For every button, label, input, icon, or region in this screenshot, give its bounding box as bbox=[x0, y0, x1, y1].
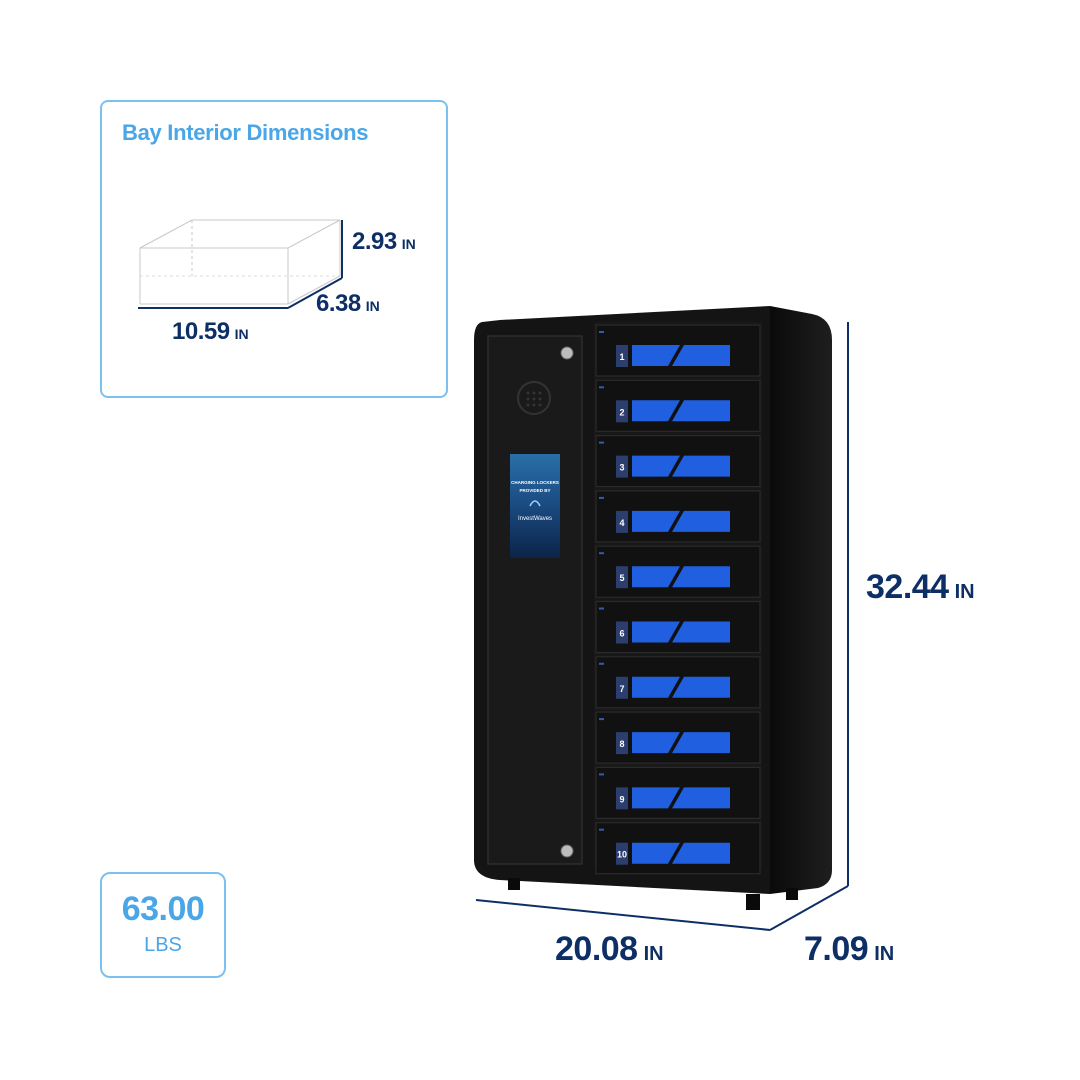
overall-dimension-lines bbox=[475, 322, 849, 931]
bay-door bbox=[595, 656, 761, 709]
overall-height-unit: IN bbox=[954, 581, 975, 603]
bay-number-badge bbox=[616, 345, 628, 367]
bay-number-badge bbox=[616, 787, 628, 810]
bay-light-strip-right bbox=[672, 621, 730, 643]
bay-number-label: 4 bbox=[619, 518, 624, 528]
bay-indicator-icon bbox=[599, 718, 604, 721]
foot-front-left bbox=[508, 878, 520, 890]
bay-light-strip-left bbox=[632, 345, 680, 366]
bay-light-strip-left bbox=[632, 842, 680, 864]
bay-number-label: 5 bbox=[619, 573, 624, 583]
bay-light-strip-left bbox=[632, 566, 680, 588]
weight-panel: 63.00 LBS bbox=[100, 872, 226, 978]
bay-light-strip-left bbox=[632, 787, 680, 809]
bay-number-badge bbox=[616, 842, 628, 865]
bay-width-value: 10.59 bbox=[172, 318, 230, 345]
lock-bottom-icon bbox=[560, 844, 574, 858]
bay-number-label: 10 bbox=[617, 850, 627, 860]
bay-light-strip-left bbox=[632, 455, 680, 477]
bay-doors: 1 2 3 4 5 6 7 8 9 10 bbox=[595, 324, 761, 875]
bay-width-unit: IN bbox=[234, 326, 249, 342]
overall-height-value: 32.44 bbox=[866, 568, 949, 606]
foot-front-right bbox=[746, 894, 760, 910]
bay-height-value: 2.93 bbox=[352, 228, 397, 255]
bay-light-strip-left bbox=[632, 621, 680, 643]
bay-light-strip-left bbox=[632, 732, 680, 754]
bay-light-strip-left bbox=[632, 510, 680, 532]
bay-light-strip-left bbox=[632, 676, 680, 698]
bay-indicator-icon bbox=[599, 386, 604, 389]
bay-light-strip-right bbox=[672, 566, 730, 588]
bay-light-strip-right bbox=[672, 732, 730, 754]
bay-title: Bay Interior Dimensions bbox=[122, 120, 369, 145]
overall-width-value: 20.08 bbox=[555, 930, 638, 968]
bay-light-strip-right bbox=[672, 842, 730, 864]
bay-depth-unit: IN bbox=[365, 298, 380, 314]
bay-indicator-icon bbox=[599, 552, 604, 555]
screen-brand: InvestWaves bbox=[518, 516, 552, 522]
foot-back-right bbox=[786, 888, 798, 900]
bay-number-label: 7 bbox=[619, 684, 624, 694]
bay-indicator-icon bbox=[599, 607, 604, 610]
bay-number-label: 2 bbox=[619, 407, 624, 417]
lock-top-icon bbox=[560, 346, 574, 360]
bay-light-strip-right bbox=[672, 455, 730, 477]
bay-indicator-icon bbox=[599, 773, 604, 776]
bay-light-strip-right bbox=[672, 676, 730, 698]
bay-number-badge bbox=[616, 400, 628, 423]
bay-number-label: 3 bbox=[619, 463, 624, 473]
bay-indicator-icon bbox=[599, 828, 604, 831]
screen-line1: CHARGING LOCKERS bbox=[511, 480, 559, 485]
weight-unit: LBS bbox=[144, 934, 182, 956]
bay-depth-value: 6.38 bbox=[316, 290, 361, 317]
left-door-panel bbox=[487, 335, 583, 865]
bay-light-strip-left bbox=[632, 400, 680, 422]
bay-indicator-icon bbox=[599, 441, 604, 444]
bay-number-label: 1 bbox=[619, 352, 624, 362]
touch-screen bbox=[510, 454, 560, 558]
bay-light-strip-right bbox=[672, 510, 730, 532]
bay-box-drawing bbox=[138, 219, 343, 309]
bay-number-badge bbox=[616, 455, 628, 478]
weight-value: 63.00 bbox=[121, 890, 205, 928]
bay-number-badge bbox=[616, 566, 628, 589]
bay-number-badge bbox=[616, 676, 628, 699]
overall-depth-unit: IN bbox=[874, 943, 895, 965]
bay-number-label: 8 bbox=[619, 739, 624, 749]
bay-indicator-icon bbox=[599, 331, 604, 333]
overall-depth-value: 7.09 bbox=[804, 930, 869, 968]
cabinet-side bbox=[770, 306, 832, 894]
bay-number-badge bbox=[616, 621, 628, 644]
screen-line2: PROVIDED BY bbox=[519, 488, 550, 493]
bay-height-unit: IN bbox=[401, 236, 416, 252]
bay-light-strip-right bbox=[672, 400, 730, 422]
bay-number-label: 6 bbox=[619, 629, 624, 639]
bay-number-badge bbox=[616, 732, 628, 755]
bay-light-strip-right bbox=[672, 345, 730, 366]
brand-logo-icon bbox=[529, 500, 541, 507]
bay-number-label: 9 bbox=[619, 794, 624, 804]
bay-light-strip-right bbox=[672, 787, 730, 809]
bay-indicator-icon bbox=[599, 496, 604, 499]
bay-door bbox=[595, 711, 761, 764]
overall-width-unit: IN bbox=[643, 943, 664, 965]
speaker-icon bbox=[517, 381, 551, 415]
bay-number-badge bbox=[616, 510, 628, 533]
bay-indicator-icon bbox=[599, 662, 604, 665]
